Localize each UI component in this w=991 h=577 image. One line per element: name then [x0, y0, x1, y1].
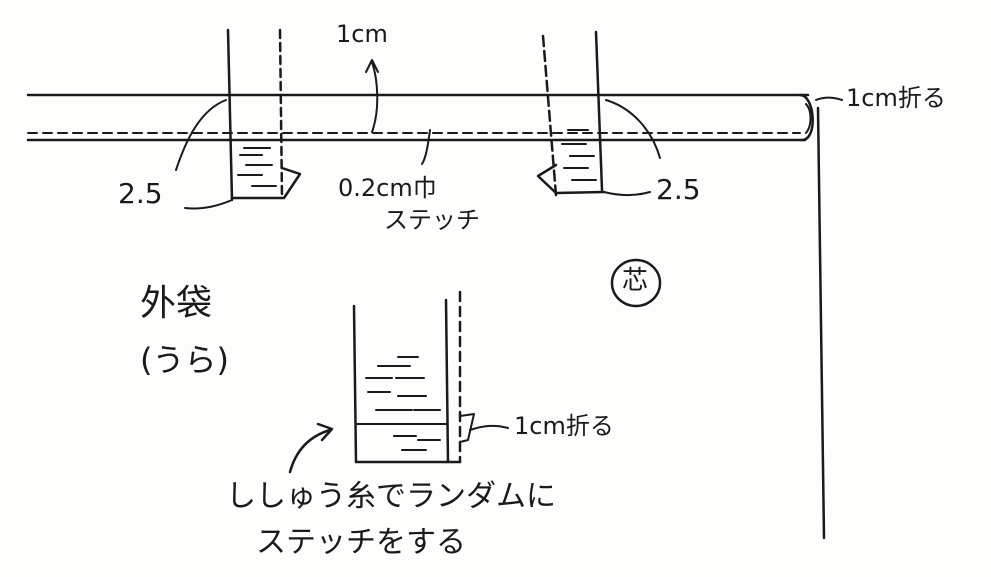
pocket-fold-flap	[459, 413, 475, 443]
left-strap-stitch-marks	[237, 147, 277, 187]
pocket-right-solid-line	[444, 298, 450, 464]
left-measure-leader	[175, 99, 227, 171]
pocket-fold-leader	[469, 424, 509, 431]
left-strap-inner-line	[278, 28, 284, 200]
top-1cm-arrow-head	[365, 59, 379, 73]
left-strap-outer-line	[226, 28, 234, 202]
pocket-left-line	[352, 304, 358, 464]
outer-bag-back-label: (うら)	[140, 341, 229, 379]
pocket-stitch-marks	[365, 356, 441, 451]
right-measure-label: 2.5	[656, 173, 701, 206]
right-strap-outer-line	[541, 34, 558, 197]
sashiko-note-line2: ステッチをする	[256, 525, 466, 560]
left-measure-leader-2	[184, 199, 233, 210]
fold-roll-inner	[805, 103, 812, 134]
core-circle	[610, 258, 662, 308]
fold-roll-shape	[798, 93, 814, 142]
top-fold-width-label: 1cm	[336, 20, 388, 48]
stitch-label: ステッチ	[384, 206, 480, 234]
sashiko-note-line1: ししゅう糸でランダムに	[226, 479, 556, 514]
stitch-leader	[421, 129, 431, 165]
fold-right-label: 1cm折る	[846, 84, 946, 112]
bag-right-edge-line	[816, 106, 826, 540]
core-label: 芯	[622, 266, 649, 296]
right-strap-stitch-marks	[561, 129, 597, 181]
left-measure-label: 2.5	[118, 177, 163, 210]
stitch-width-label: 0.2cm巾	[338, 174, 437, 202]
sashiko-arrow-head	[316, 422, 334, 442]
outer-bag-label: 外袋	[140, 283, 213, 324]
top-1cm-arrow	[371, 61, 379, 133]
right-strap-bottom	[536, 163, 606, 195]
right-measure-leader-2	[603, 191, 651, 196]
right-strap-inner-line	[594, 30, 604, 192]
pocket-fold-label: 1cm折る	[514, 412, 614, 440]
sashiko-arrow	[288, 428, 332, 474]
right-measure-leader	[605, 99, 661, 159]
fold-leader-line	[815, 96, 843, 101]
left-strap-bottom	[230, 166, 302, 200]
